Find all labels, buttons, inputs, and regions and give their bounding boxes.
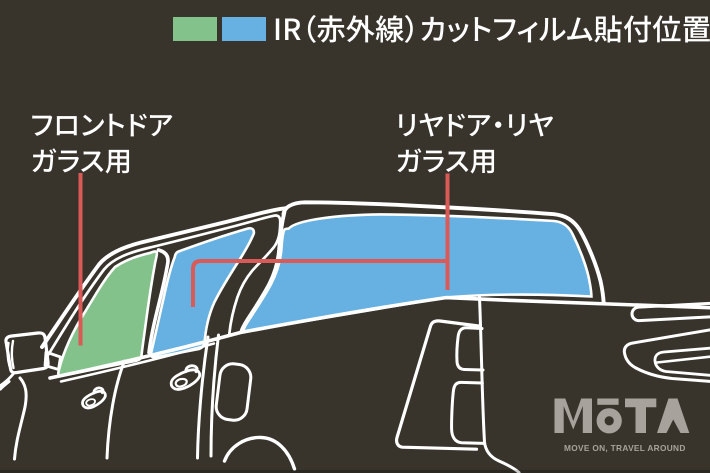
callout-front-line1: フロントドア xyxy=(30,103,174,143)
front-door-handle xyxy=(81,386,107,410)
rear-door-seam-a xyxy=(196,335,210,460)
mirror-cap-line-1 xyxy=(6,341,11,368)
rear-door-handle xyxy=(169,364,202,391)
leader-rear-branch xyxy=(191,259,448,307)
handle-knuckle xyxy=(184,364,199,374)
rear-pillar-line xyxy=(239,210,287,334)
handle-inner xyxy=(174,377,188,388)
rear-quarter-glass xyxy=(240,213,593,334)
rear-door-seam-b xyxy=(209,333,220,458)
fuel-door xyxy=(214,362,253,422)
logo-tagline: MOVE ON, TRAVEL AROUND xyxy=(564,443,686,453)
leader-lines xyxy=(78,173,450,346)
drip-line xyxy=(44,214,282,360)
legend-title: IR（赤外線）カットフィルム貼付位置 xyxy=(273,7,710,49)
mirror-arm xyxy=(43,350,62,371)
mirror-cap-line-2 xyxy=(10,339,15,370)
logo-letter-o xyxy=(596,408,622,434)
slat-2-inner xyxy=(653,346,710,377)
lamp-outline xyxy=(395,319,481,451)
lamp-lens-upper xyxy=(455,326,485,372)
car-body-lines xyxy=(0,200,710,473)
callout-rear-line2: ガラス用 xyxy=(395,138,498,179)
slat-2-divider xyxy=(655,355,710,364)
logo-macron xyxy=(597,398,619,405)
callout-rear-line1: リヤドア・リヤ xyxy=(395,103,554,143)
handle-outline xyxy=(81,389,107,410)
mirror-housing xyxy=(4,331,50,375)
bed-lamp-cluster xyxy=(395,319,486,451)
tailgate-seam xyxy=(478,296,521,473)
rear-roofline xyxy=(281,200,606,306)
rear-lamp-slats xyxy=(622,301,710,383)
legend-swatch-front xyxy=(173,17,217,41)
logo-letter-t xyxy=(625,398,657,433)
handle-knuckle xyxy=(92,386,105,395)
cab-roofline xyxy=(40,206,288,349)
slat-2-outer xyxy=(622,328,710,383)
belt-trim-line xyxy=(59,342,216,383)
mirror-base-line xyxy=(0,371,16,387)
mota-logo-mark xyxy=(554,398,690,434)
front-fender-seam xyxy=(13,376,28,461)
side-mirror xyxy=(0,331,62,387)
callout-front-door: フロントドア ガラス用 xyxy=(30,103,174,179)
handle-outline xyxy=(169,368,202,391)
wheel-arch xyxy=(222,435,297,471)
car-glass-group xyxy=(56,213,593,378)
legend: IR（赤外線）カットフィルム貼付位置 xyxy=(173,7,710,49)
lamp-lens-lower xyxy=(450,380,486,445)
slat-1 xyxy=(630,301,710,323)
front-door-seam xyxy=(105,359,126,460)
b-pillar-line xyxy=(147,248,170,355)
logo-letter-a xyxy=(657,398,690,433)
callout-front-line2: ガラス用 xyxy=(30,138,133,179)
hood-line xyxy=(0,380,11,391)
logo-letter-m xyxy=(554,398,592,433)
handle-inner xyxy=(85,398,96,407)
callout-rear: リヤドア・リヤ ガラス用 xyxy=(395,103,554,179)
legend-swatch-rear xyxy=(222,17,266,41)
belt-rail-line xyxy=(48,295,710,380)
bottom-shade xyxy=(0,469,710,473)
